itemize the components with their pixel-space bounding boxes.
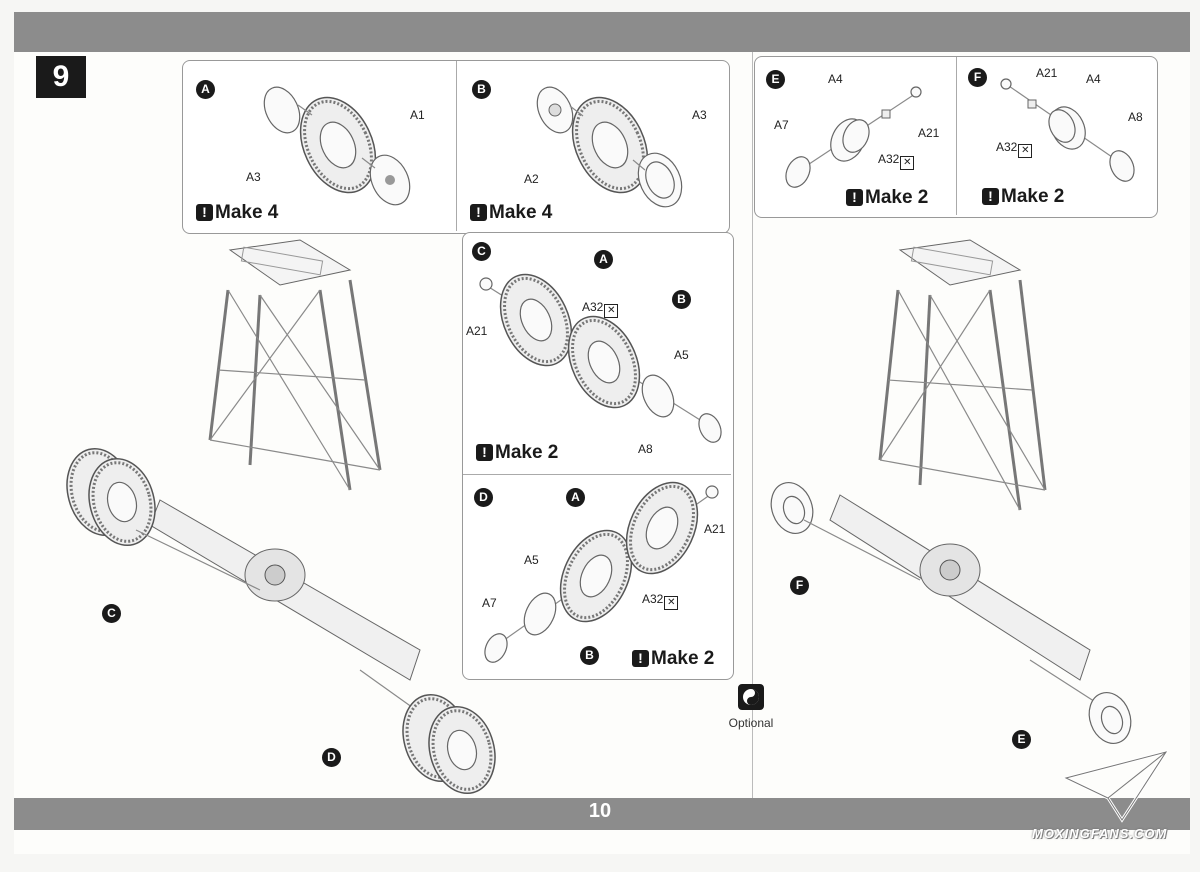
hub-f-diagram xyxy=(1000,78,1135,182)
optional-symbol-icon xyxy=(743,689,759,705)
part-label: A21 xyxy=(704,522,726,536)
part-label: A1 xyxy=(410,108,425,122)
wheel-c-diagram xyxy=(479,273,722,443)
subassembly-e-letter: E xyxy=(766,70,785,89)
hub-e-diagram xyxy=(785,86,922,188)
part-label: A7 xyxy=(482,596,497,610)
wheel-a-diagram xyxy=(263,86,411,206)
warning-icon: ! xyxy=(470,204,487,221)
part-a-letter: A xyxy=(566,488,585,507)
watermark-text: MOXINGFANS.COM xyxy=(1032,826,1168,841)
callout-e: E xyxy=(1012,730,1031,749)
do-not-glue-icon: ✕ xyxy=(664,596,679,610)
page-divider xyxy=(752,52,753,798)
optional-icon xyxy=(738,684,764,710)
part-b-letter: B xyxy=(580,646,599,665)
subassembly-b-letter: B xyxy=(472,80,491,99)
subassembly-c-letter: C xyxy=(472,242,491,261)
page-number: 10 xyxy=(588,800,612,822)
make-quantity: !Make 2 xyxy=(632,648,714,670)
part-label: A3 xyxy=(246,170,261,184)
part-label: A8 xyxy=(1128,110,1143,124)
subassembly-f-letter: F xyxy=(968,68,987,87)
step-number-badge: 9 xyxy=(36,56,86,98)
callout-c: C xyxy=(102,604,121,623)
callout-d: D xyxy=(322,748,341,767)
warning-icon: ! xyxy=(982,188,999,205)
part-label: A2 xyxy=(524,172,539,186)
part-label: A21 xyxy=(466,324,488,338)
panel-separator xyxy=(456,61,457,231)
part-label: A3 xyxy=(692,108,707,122)
wheel-b-diagram xyxy=(536,86,683,208)
part-label: A32✕ xyxy=(996,140,1033,158)
subassembly-a-letter: A xyxy=(196,80,215,99)
warning-icon: ! xyxy=(846,189,863,206)
crane-assembly-left-diagram xyxy=(66,239,496,795)
part-label: A32✕ xyxy=(878,152,915,170)
make-quantity: !Make 2 xyxy=(846,187,928,209)
make-quantity: !Make 2 xyxy=(982,186,1064,208)
part-b-letter: B xyxy=(672,290,691,309)
part-a-letter: A xyxy=(594,250,613,269)
make-quantity: !Make 2 xyxy=(476,442,558,464)
wheel-d-diagram xyxy=(484,481,719,663)
footer-band xyxy=(14,798,1190,830)
do-not-glue-icon: ✕ xyxy=(604,304,619,318)
make-quantity: !Make 4 xyxy=(470,202,552,224)
warning-icon: ! xyxy=(196,204,213,221)
part-label: A32✕ xyxy=(582,300,619,318)
part-label: A5 xyxy=(674,348,689,362)
part-label: A8 xyxy=(638,442,653,456)
make-quantity: !Make 4 xyxy=(196,202,278,224)
part-label: A21 xyxy=(1036,66,1058,80)
part-label: A7 xyxy=(774,118,789,132)
paper-plane-logo-icon xyxy=(1061,749,1170,823)
do-not-glue-icon: ✕ xyxy=(1018,144,1033,158)
subassembly-d-letter: D xyxy=(474,488,493,507)
callout-f: F xyxy=(790,576,809,595)
part-label: A21 xyxy=(918,126,940,140)
header-band xyxy=(14,12,1190,52)
optional-label: Optional xyxy=(728,716,774,730)
part-label: A4 xyxy=(828,72,843,86)
panel-separator xyxy=(463,474,731,475)
crane-assembly-right-diagram xyxy=(770,239,1132,744)
part-label: A32✕ xyxy=(642,592,679,610)
part-label: A5 xyxy=(524,553,539,567)
warning-icon: ! xyxy=(476,444,493,461)
part-label: A4 xyxy=(1086,72,1101,86)
warning-icon: ! xyxy=(632,650,649,667)
panel-separator xyxy=(956,57,957,215)
do-not-glue-icon: ✕ xyxy=(900,156,915,170)
